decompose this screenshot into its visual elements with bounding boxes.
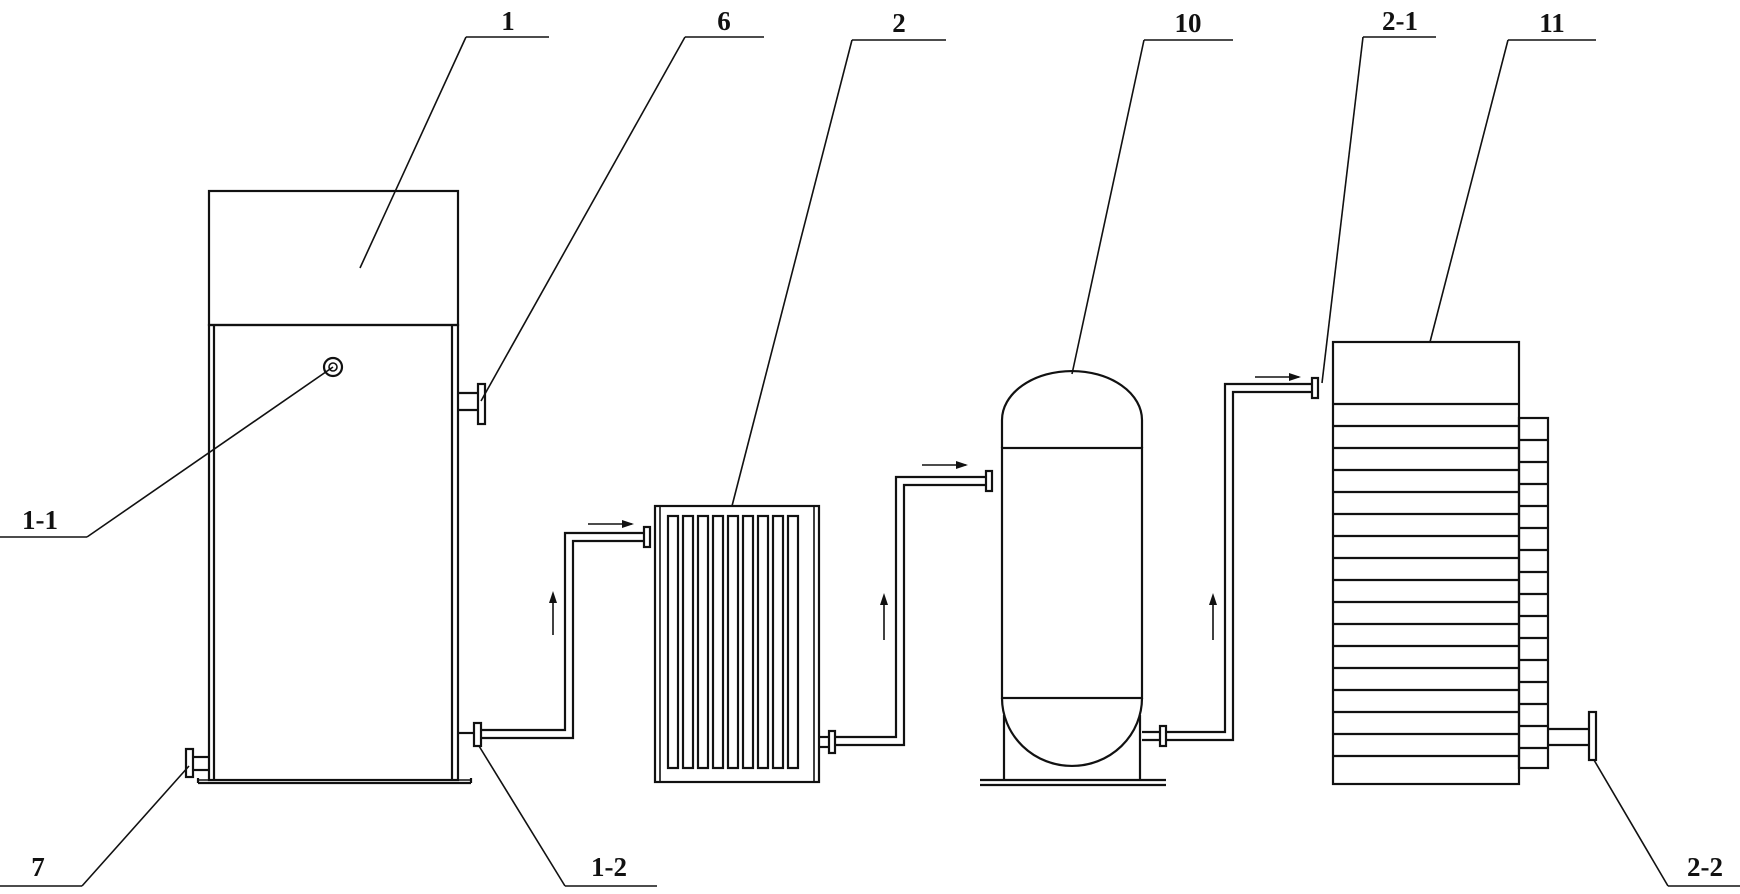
- flow-arrow-up-3: [1209, 593, 1217, 640]
- tank-10: [980, 369, 1166, 787]
- label-2-2: 2-2: [1687, 852, 1723, 882]
- flow-arrow-right-2: [922, 461, 968, 469]
- label-7: 7: [31, 852, 45, 882]
- pipe-tank-to-unit11: [1142, 376, 1320, 748]
- label-11: 11: [1539, 8, 1565, 38]
- pipe-vessel1-to-exchanger: [481, 525, 652, 740]
- nozzle-7: [184, 747, 209, 779]
- label-1-1: 1-1: [22, 505, 58, 535]
- label-1-2: 1-2: [591, 852, 627, 882]
- unit-11: [1331, 340, 1550, 786]
- nozzle-2-2: [1548, 710, 1598, 762]
- label-1: 1: [501, 6, 515, 36]
- port-1-1-gauge: [322, 356, 344, 378]
- flow-arrow-up-2: [880, 593, 888, 640]
- label-10: 10: [1175, 8, 1202, 38]
- label-2-1: 2-1: [1382, 6, 1418, 36]
- leader-lines: [0, 36, 1740, 887]
- label-6: 6: [717, 6, 731, 36]
- pipe-exchanger-to-vessel10: [819, 469, 994, 755]
- nozzle-1-2: [458, 721, 483, 748]
- flow-arrow-right-3: [1255, 373, 1301, 381]
- flow-arrow-right-1: [588, 520, 634, 528]
- exchanger-2: [653, 504, 821, 784]
- vessel-1: [196, 189, 473, 785]
- nozzle-6: [458, 382, 487, 426]
- label-2: 2: [892, 8, 906, 38]
- flow-arrow-up-1: [549, 591, 557, 635]
